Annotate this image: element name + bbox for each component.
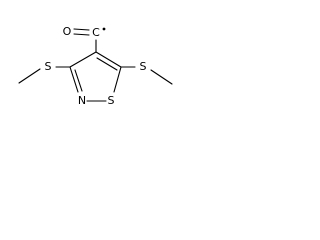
bond-carbonyl-double-1 <box>73 28 90 31</box>
atom-sulfur-left: S <box>45 60 52 73</box>
bond-c4-c5-double <box>96 57 118 71</box>
atom-nitrogen-ring: N <box>78 94 86 107</box>
bond-s-left-methyl <box>18 68 41 84</box>
molecule-structure-diagram: O C S S N S <box>18 25 173 107</box>
atom-carbonyl-carbon: C <box>92 26 100 39</box>
atom-sulfur-ring: S <box>108 94 115 107</box>
bond-s-right-methyl <box>150 69 173 85</box>
bond-c5-s1 <box>113 66 122 93</box>
bond-carbonyl-double-2 <box>73 33 90 36</box>
bond-c3-n2-double <box>74 69 83 92</box>
bond-c3-n2 <box>69 66 79 93</box>
bond-c4-c5 <box>95 51 122 68</box>
bond-c4-c3 <box>69 51 97 68</box>
atom-sulfur-right: S <box>140 60 147 73</box>
radical-dot <box>102 27 106 31</box>
atom-oxygen: O <box>63 25 72 38</box>
